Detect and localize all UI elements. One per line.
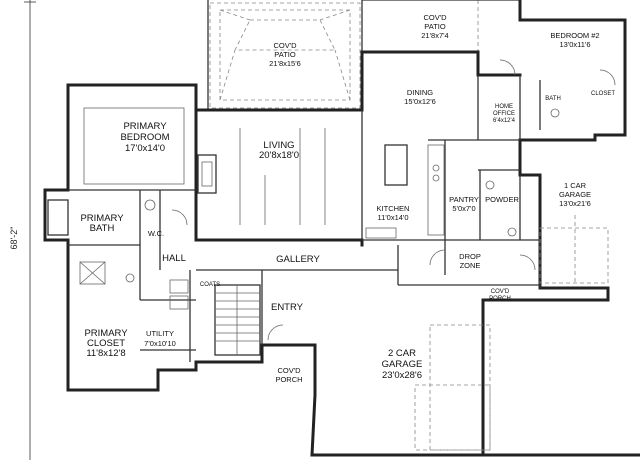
patio-right-name: COV'D bbox=[423, 13, 447, 22]
home-office-name2: OFFICE bbox=[493, 111, 515, 117]
pantry-size: 5'0x7'0 bbox=[452, 204, 475, 213]
bath-label: BATH bbox=[545, 96, 561, 102]
exterior-walls bbox=[43, 0, 640, 457]
room-kitchen: KITCHEN 11'0x14'0 bbox=[377, 204, 410, 222]
bedroom2-name: BEDROOM #2 bbox=[550, 31, 599, 40]
garage1-name: 1 CAR bbox=[564, 181, 587, 190]
room-drop-zone: DROP ZONE bbox=[459, 252, 481, 270]
living-name: LIVING bbox=[263, 140, 294, 151]
porch-right-name2: PORCH bbox=[489, 296, 511, 302]
living-size: 20'8x18'0 bbox=[259, 150, 299, 161]
drop-zone-name2: ZONE bbox=[460, 261, 481, 270]
pantry-name: PANTRY bbox=[449, 195, 479, 204]
interior-walls bbox=[68, 75, 541, 362]
room-porch-right: COV'D PORCH bbox=[489, 289, 511, 302]
garage2-name: 2 CAR bbox=[388, 348, 416, 359]
room-primary-bedroom: PRIMARY BEDROOM 17'0x14'0 bbox=[120, 121, 169, 154]
room-home-office: HOME OFFICE 6'4x12'4 bbox=[493, 104, 516, 124]
primary-bath-name2: BATH bbox=[90, 223, 115, 234]
primary-bath-name: PRIMARY bbox=[80, 213, 124, 224]
kitchen-name: KITCHEN bbox=[377, 204, 410, 213]
drop-zone-name: DROP bbox=[459, 252, 481, 261]
dining-size: 15'0x12'6 bbox=[404, 97, 436, 106]
fixtures bbox=[47, 59, 616, 451]
patio-left-structure bbox=[207, 0, 363, 110]
room-pantry: PANTRY 5'0x7'0 bbox=[449, 195, 479, 213]
patio-left-size: 21'8x15'6 bbox=[269, 59, 301, 68]
room-garage2: 2 CAR GARAGE 23'0x28'6 bbox=[382, 348, 423, 381]
entry-label: ENTRY bbox=[271, 302, 304, 313]
garage1-name2: GARAGE bbox=[559, 190, 591, 199]
overall-dimension-line: 68'-2" bbox=[9, 0, 36, 460]
porch-front-name2: PORCH bbox=[275, 375, 302, 384]
patio-left-name2: PATIO bbox=[274, 50, 296, 59]
room-patio-left: COV'D PATIO 21'8x15'6 bbox=[269, 41, 301, 68]
overall-dimension-label: 68'-2" bbox=[9, 227, 19, 250]
primary-bedroom-size: 17'0x14'0 bbox=[125, 143, 165, 154]
room-labels: COV'D PATIO 21'8x15'6 COV'D PATIO 21'8x7… bbox=[80, 13, 615, 384]
patio-left-name: COV'D bbox=[273, 41, 297, 50]
kitchen-size: 11'0x14'0 bbox=[377, 213, 408, 222]
wc-label: W.C. bbox=[148, 229, 164, 238]
gallery-label: GALLERY bbox=[276, 254, 320, 265]
room-bedroom2: BEDROOM #2 13'0x11'6 bbox=[550, 31, 599, 49]
room-garage1: 1 CAR GARAGE 13'0x21'6 bbox=[559, 181, 591, 208]
closet-label: CLOSET bbox=[591, 91, 615, 97]
hall-label: HALL bbox=[162, 253, 186, 264]
garage1-size: 13'0x21'6 bbox=[559, 199, 591, 208]
room-living: LIVING 20'8x18'0 bbox=[259, 140, 299, 161]
garage2-size: 23'0x28'6 bbox=[382, 370, 422, 381]
room-primary-bath: PRIMARY BATH bbox=[80, 213, 124, 234]
utility-name: UTILITY bbox=[146, 329, 174, 338]
coats-label: COATS bbox=[200, 282, 220, 288]
home-office-name: HOME bbox=[495, 104, 513, 110]
patio-right-name2: PATIO bbox=[424, 22, 446, 31]
room-utility: UTILITY 7'0x10'10 bbox=[144, 329, 176, 348]
porch-right-name: COV'D bbox=[491, 289, 510, 295]
room-dining: DINING 15'0x12'6 bbox=[404, 88, 436, 106]
bedroom2-size: 13'0x11'6 bbox=[559, 40, 590, 49]
garage2-name2: GARAGE bbox=[382, 359, 423, 370]
porch-front-name: COV'D bbox=[277, 366, 301, 375]
primary-closet-name: PRIMARY bbox=[84, 328, 128, 339]
primary-bedroom-name2: BEDROOM bbox=[120, 132, 169, 143]
room-primary-closet: PRIMARY CLOSET 11'8x12'8 bbox=[84, 328, 128, 359]
room-patio-right: COV'D PATIO 21'8x7'4 bbox=[421, 13, 448, 40]
utility-size: 7'0x10'10 bbox=[144, 339, 176, 348]
primary-bedroom-name: PRIMARY bbox=[123, 121, 167, 132]
home-office-size: 6'4x12'4 bbox=[493, 118, 516, 124]
staircase bbox=[214, 284, 261, 356]
primary-closet-name2: CLOSET bbox=[87, 338, 125, 349]
dining-name: DINING bbox=[407, 88, 433, 97]
room-porch-front: COV'D PORCH bbox=[275, 366, 302, 384]
patio-right-size: 21'8x7'4 bbox=[421, 31, 448, 40]
powder-label: POWDER bbox=[485, 195, 519, 204]
primary-closet-size: 11'8x12'8 bbox=[86, 348, 125, 359]
